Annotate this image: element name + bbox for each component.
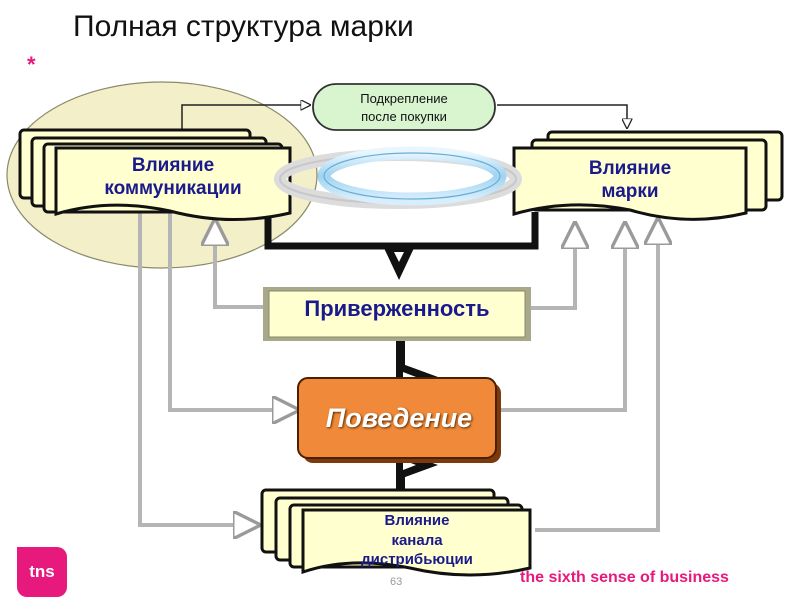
- brand-box-stack: [512, 130, 784, 221]
- distribution-box-stack: [260, 488, 532, 577]
- connector-commitment-to-brand: [530, 224, 575, 310]
- connector-behavior-to-brand: [500, 224, 625, 412]
- distribution-label-line3: дистрибьюции: [361, 551, 473, 568]
- brand-label-line2: марки: [601, 180, 659, 202]
- post-purchase-label-line2: после покупки: [361, 108, 447, 124]
- arrowhead-to-commitment: [384, 248, 414, 280]
- connector-distribution-to-brand: [535, 220, 658, 532]
- page-title: Полная структура марки: [73, 10, 414, 43]
- communication-box-stack: [18, 128, 292, 221]
- behavior-box: [297, 377, 501, 463]
- post-purchase-pill: [312, 83, 496, 131]
- footer-tagline: the sixth sense of business: [520, 569, 729, 586]
- connector-communication-to-distribution: [138, 212, 258, 525]
- interlocking-rings: [274, 146, 522, 209]
- distribution-label-line2: канала: [391, 531, 443, 549]
- brand-label-line1: Влияние: [588, 158, 672, 179]
- connector-communication-to-behavior: [168, 212, 297, 410]
- communication-label: Влияние коммуникации: [58, 155, 288, 201]
- communication-label-line1: Влияние: [131, 155, 215, 176]
- behavior-label: Поведение: [325, 403, 473, 433]
- connector-communication-brand-merge: [264, 210, 539, 250]
- distribution-label: Влияние канала дистрибьюции: [303, 511, 531, 570]
- post-purchase-label: Подкрепление после покупки: [313, 90, 495, 125]
- connector-post-purchase-to-brand: [497, 104, 627, 128]
- connector-communication-to-post-purchase: [181, 105, 310, 130]
- post-purchase-label-line1: Подкрепление: [360, 91, 448, 106]
- brand-label: Влияние марки: [514, 158, 746, 204]
- asterisk-marker: *: [27, 52, 36, 77]
- distribution-label-line1: Влияние: [384, 512, 450, 529]
- communication-label-line2: коммуникации: [104, 177, 242, 199]
- tns-logo: tns: [17, 547, 67, 597]
- connector-commitment-to-behavior: [396, 340, 405, 380]
- page-number: 63: [390, 576, 403, 588]
- commitment-box: [263, 287, 531, 341]
- commitment-label: Приверженность: [304, 296, 490, 321]
- connector-commitment-to-communication: [215, 221, 265, 309]
